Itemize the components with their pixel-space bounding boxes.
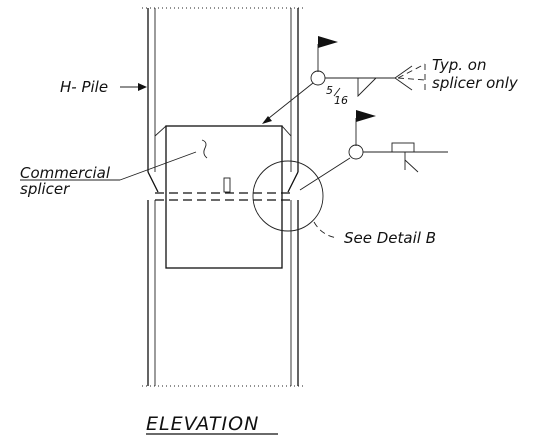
typ-note-line2: splicer only [432,74,519,92]
splice-line [155,192,291,201]
h-pile-label: H- Pile [60,78,108,96]
field-weld-flag-icon-2 [356,110,376,122]
detail-circle [252,160,324,232]
weld-symbol-detail [299,110,448,191]
h-pile [142,7,304,387]
typical-note: Typ. on splicer only [397,56,519,92]
typ-note-line1: Typ. on [432,56,486,74]
weld-size-denominator: 16 [334,94,348,107]
detail-leader [313,221,339,239]
field-weld-flag-icon [318,36,338,48]
splicer-leader [119,151,197,181]
splicer-label: splicer [20,180,70,198]
see-detail-label: See Detail B [344,229,436,247]
commercial-splicer [154,125,292,269]
weld-symbol-fillet: 5 16 [262,36,413,124]
commercial-label: Commercial [20,164,111,182]
weld-size-numerator: 5 [326,84,333,97]
elevation-title: ELEVATION [146,413,259,435]
